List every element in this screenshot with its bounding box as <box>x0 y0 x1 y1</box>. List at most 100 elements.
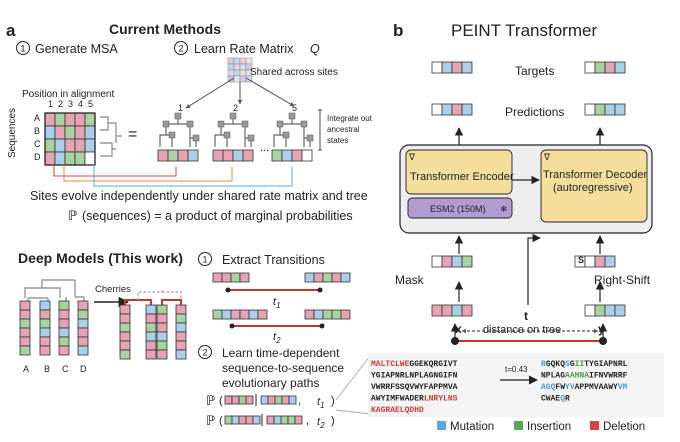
token-cell <box>281 395 290 405</box>
t2-label: t2 <box>273 331 281 345</box>
position-2: 2 <box>58 99 63 109</box>
q-cell <box>245 57 253 65</box>
integrate-note-line2: ancestral <box>327 125 360 134</box>
y-array <box>584 304 626 317</box>
leaf-cell <box>39 309 51 320</box>
leaf-cell <box>58 300 70 311</box>
position-in-alignment-label: Position in alignment <box>22 89 114 100</box>
token-cell <box>594 255 606 268</box>
leaf-cell <box>19 318 31 329</box>
peint-title: PEINT Transformer <box>451 21 597 40</box>
msa-row <box>44 151 96 166</box>
integrate-note-line3: states <box>327 136 348 145</box>
q-cell <box>233 75 241 83</box>
prob2-time: t2 <box>317 416 325 430</box>
row-label-b: B <box>34 126 40 136</box>
site-tree-label-5: 5 <box>292 103 297 113</box>
token-cell <box>614 103 626 116</box>
cherry-cell <box>156 313 168 324</box>
row-label-a: A <box>34 113 40 123</box>
token-cell <box>242 149 254 162</box>
sequence-x-line: YGIAPNRLNPLAGNGIFN <box>371 372 458 381</box>
token-cell <box>266 415 275 425</box>
token-cell <box>451 61 463 74</box>
q-cell <box>233 69 241 77</box>
return-line-site5 <box>93 164 293 187</box>
sequence-segment: LNRYLNS <box>424 395 458 404</box>
sequence-segment: TYGIAPNRL <box>584 360 627 369</box>
token-cell <box>614 61 626 74</box>
transition-2-node-b <box>319 323 325 329</box>
site-tree-branches <box>159 116 197 147</box>
cherry-cell <box>175 331 187 342</box>
learn-paths-line3: evolutionary paths <box>222 376 319 390</box>
token-cell <box>54 112 66 127</box>
token-cell <box>245 395 254 405</box>
token-cell <box>212 309 223 320</box>
token-cell <box>291 149 303 162</box>
token-cell <box>313 309 324 320</box>
example-time: t=0.43 <box>505 365 528 374</box>
example-box <box>368 353 664 417</box>
token-cell <box>584 304 596 317</box>
row-label-d: D <box>34 152 41 162</box>
prob-sentence: (sequences) = a product of marginal prob… <box>82 209 353 223</box>
token-cell <box>584 61 596 74</box>
token-cell <box>238 415 247 425</box>
ancestral-state <box>229 112 237 120</box>
site-tree-label-1: 1 <box>178 103 183 113</box>
prob-symbol-a: ℙ <box>68 208 77 223</box>
msa-border <box>44 112 96 166</box>
integrate-note-line1: Integrate out <box>327 114 373 123</box>
ancestral-state <box>306 134 314 142</box>
token-cell <box>54 125 66 140</box>
cherry-cell <box>119 322 131 333</box>
q-cell <box>227 69 235 77</box>
token-cell <box>167 149 179 162</box>
cherry-cell <box>119 340 131 351</box>
token-cell <box>461 103 473 116</box>
token-cell <box>604 304 616 317</box>
q-cell <box>239 75 247 83</box>
sequence-x-line: VWRRFSSQVWYFAPPMVA <box>371 383 458 392</box>
cherry-cell <box>156 331 168 342</box>
ancestral-state <box>276 120 284 128</box>
token-cell <box>84 125 96 140</box>
leaf-cell <box>39 300 51 311</box>
leaf-cell <box>39 345 51 356</box>
site-leaf-states <box>157 149 199 162</box>
cherry-cell <box>156 349 168 360</box>
cherry-cell <box>156 304 168 315</box>
token-cell <box>304 309 315 320</box>
decoder-block <box>540 149 648 223</box>
encoder-label: Transformer Encoder <box>410 171 514 183</box>
legend-label: Mutation <box>450 421 494 433</box>
targets-source-array <box>431 61 473 74</box>
step2-label: Learn Rate Matrix <box>194 42 294 56</box>
targets-label: Targets <box>515 64 554 78</box>
leaf-cell <box>77 336 89 347</box>
sequence-segment: Q <box>560 395 565 404</box>
token-cell <box>584 103 596 116</box>
snowflake-icon: ❄ <box>500 204 508 214</box>
token-cell <box>313 272 324 283</box>
position-4: 4 <box>78 99 83 109</box>
token-cell <box>301 149 313 162</box>
token-cell <box>54 138 66 153</box>
cherry-cell <box>119 313 131 324</box>
cherry-cell <box>119 304 131 315</box>
leaf-cell <box>77 309 89 320</box>
sequence-segment: AGQ <box>541 383 556 392</box>
sequence-segment: KAGRAELQDHD <box>371 406 424 415</box>
transition-1-source <box>212 272 250 283</box>
q-cell <box>239 57 247 65</box>
legend-swatch <box>514 421 523 430</box>
current-methods-title: Current Methods <box>109 21 221 37</box>
legend-swatch <box>437 421 446 430</box>
legend-label: Insertion <box>527 421 571 433</box>
decoder-label-line2: (autoregressive) <box>553 182 632 194</box>
msa-row <box>44 138 96 153</box>
token-cell <box>331 272 342 283</box>
leaf-cell <box>58 309 70 320</box>
y-label: y <box>598 322 605 336</box>
